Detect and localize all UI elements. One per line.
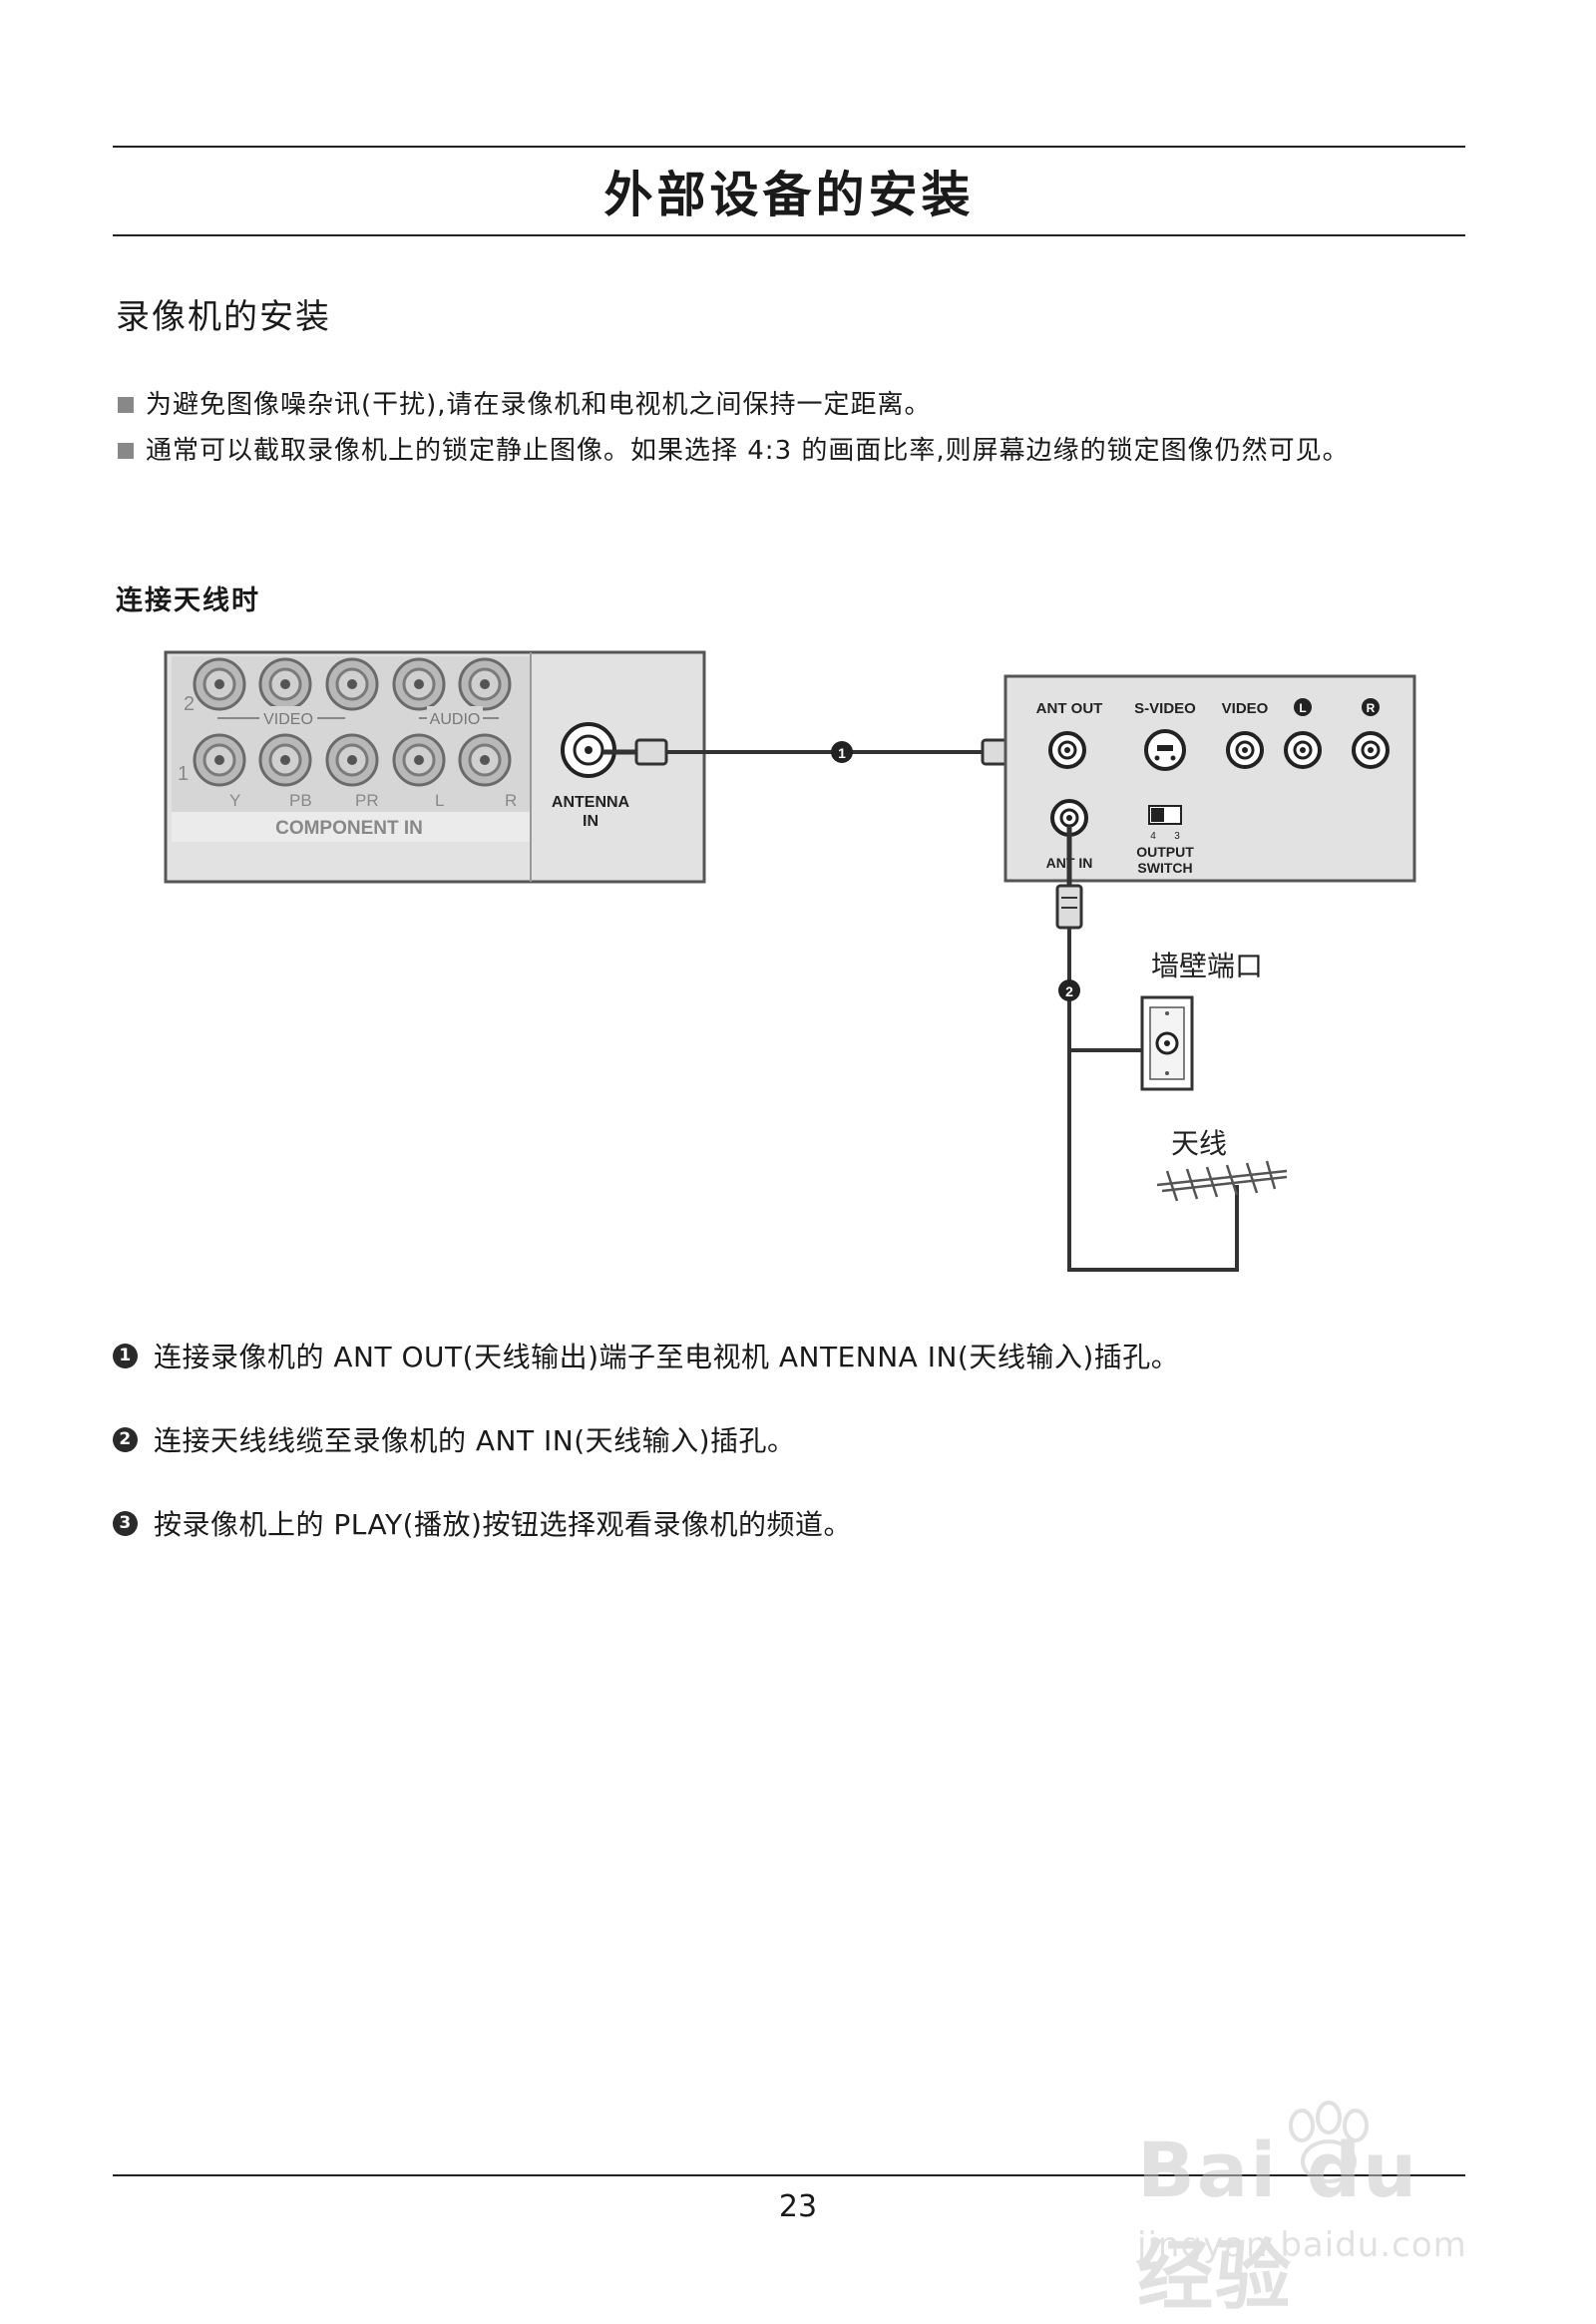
step-text: 按录像机上的 PLAY(播放)按钮选择观看录像机的频道。 xyxy=(154,1508,852,1541)
step-list: 1 连接录像机的 ANT OUT(天线输出)端子至电视机 ANTENNA IN(… xyxy=(113,1334,1469,1585)
jack-label-r: R xyxy=(505,791,517,810)
jack-icon xyxy=(193,733,246,787)
bullet-item: 为避免图像噪杂讯(干扰),请在录像机和电视机之间保持一定距离。 xyxy=(116,382,1472,428)
plug-icon xyxy=(634,738,668,766)
connection-diagram: 2 1 VIDEO AUDIO Y PB PR L R COMPONENT IN… xyxy=(164,650,1416,1272)
switch-label-left: 4 xyxy=(1150,831,1156,842)
subsection-title: 连接天线时 xyxy=(116,585,260,616)
marker-2-icon xyxy=(1058,979,1080,1001)
output-switch-label-2: SWITCH xyxy=(1137,860,1192,876)
jack-icon xyxy=(392,733,446,787)
jack-icon xyxy=(325,733,379,787)
step-item: 1 连接录像机的 ANT OUT(天线输出)端子至电视机 ANTENNA IN(… xyxy=(113,1334,1469,1377)
square-bullet-icon xyxy=(118,397,134,413)
jack-label-pr: PR xyxy=(355,791,379,810)
jack-label-pb: PB xyxy=(289,791,312,810)
jack-icon xyxy=(258,657,312,711)
step-item: 2 连接天线线缆至录像机的 ANT IN(天线输入)插孔。 xyxy=(113,1417,1469,1461)
vcr-back-panel: ANT OUT S-VIDEO VIDEO L R ANT IN 4 3 OUT… xyxy=(1003,674,1416,883)
wall-jack: 墙壁端口 xyxy=(1140,950,1263,1091)
wall-jack-label: 墙壁端口 xyxy=(1151,950,1263,982)
video-jack-icon xyxy=(1226,731,1264,769)
video-group-label: VIDEO xyxy=(263,711,313,728)
s-video-label: S-VIDEO xyxy=(1134,700,1196,717)
title-rule xyxy=(113,234,1465,236)
antenna-label: 天线 xyxy=(1171,1127,1227,1160)
square-bullet-icon xyxy=(118,443,134,459)
marker-1: 1 xyxy=(838,745,846,761)
video-label: VIDEO xyxy=(1222,700,1269,717)
row-label-bottom: 1 xyxy=(178,763,189,785)
switch-label-right: 3 xyxy=(1174,831,1180,842)
ant-out-label: ANT OUT xyxy=(1036,700,1103,717)
ant-out-jack-icon xyxy=(1048,731,1086,769)
step-number: 2 xyxy=(113,1426,138,1452)
audio-right-jack-icon xyxy=(1352,731,1390,769)
jack-icon xyxy=(325,657,379,711)
footer-rule xyxy=(113,2174,1465,2176)
antenna-icon xyxy=(1156,1160,1288,1202)
step-text: 连接录像机的 ANT OUT(天线输出)端子至电视机 ANTENNA IN(天线… xyxy=(154,1341,1180,1373)
step-item: 3 按录像机上的 PLAY(播放)按钮选择观看录像机的频道。 xyxy=(113,1501,1469,1545)
jack-icon xyxy=(392,657,446,711)
component-in-label: COMPONENT IN xyxy=(275,818,423,839)
watermark: Bai du 经验 jingyan.baidu.com xyxy=(1117,2100,1516,2320)
watermark-main: Bai du 经验 xyxy=(1137,2126,1419,2320)
section-title: 录像机的安装 xyxy=(116,297,331,337)
coax-cable-1: 1 xyxy=(602,738,1037,766)
right-channel-badge-icon xyxy=(1362,698,1380,716)
watermark-url: jingyan.baidu.com xyxy=(1137,2225,1467,2265)
marker-1-icon xyxy=(831,741,853,763)
bullet-text: 通常可以截取录像机上的锁定静止图像。如果选择 4:3 的画面比率,则屏幕边缘的锁… xyxy=(146,436,1350,466)
row-label-top: 2 xyxy=(184,693,195,715)
top-rule xyxy=(113,146,1465,148)
marker-2: 2 xyxy=(1065,983,1073,999)
jack-label-y: Y xyxy=(229,791,240,810)
output-switch-label-1: OUTPUT xyxy=(1136,844,1194,860)
audio-left-jack-icon xyxy=(1284,731,1322,769)
jack-icon xyxy=(458,657,512,711)
antenna: 天线 xyxy=(1156,1127,1288,1202)
step-number: 1 xyxy=(113,1343,138,1368)
bullet-list: 为避免图像噪杂讯(干扰),请在录像机和电视机之间保持一定距离。 通常可以截取录像… xyxy=(116,382,1472,474)
audio-group-label: AUDIO xyxy=(430,711,481,728)
coax-cable-2: 2 xyxy=(1055,826,1239,1272)
jack-icon xyxy=(458,733,512,787)
tv-back-panel: 2 1 VIDEO AUDIO Y PB PR L R COMPONENT IN… xyxy=(164,650,706,884)
antenna-in-label-2: IN xyxy=(583,813,598,830)
page-number: 23 xyxy=(778,2189,818,2224)
jack-icon xyxy=(258,733,312,787)
bullet-item: 通常可以截取录像机上的锁定静止图像。如果选择 4:3 的画面比率,则屏幕边缘的锁… xyxy=(116,428,1472,474)
jack-label-l: L xyxy=(435,791,444,810)
page-title: 外部设备的安装 xyxy=(603,167,975,223)
paw-logo-icon xyxy=(1289,2101,1369,2183)
step-text: 连接天线线缆至录像机的 ANT IN(天线输入)插孔。 xyxy=(154,1424,796,1457)
jack-icon xyxy=(193,657,246,711)
bullet-text: 为避免图像噪杂讯(干扰),请在录像机和电视机之间保持一定距离。 xyxy=(146,390,932,420)
left-channel-badge-icon xyxy=(1294,698,1312,716)
right-channel-badge: R xyxy=(1367,701,1376,715)
step-number: 3 xyxy=(113,1510,138,1536)
antenna-in-label-1: ANTENNA xyxy=(552,794,630,811)
left-channel-badge: L xyxy=(1299,701,1306,715)
